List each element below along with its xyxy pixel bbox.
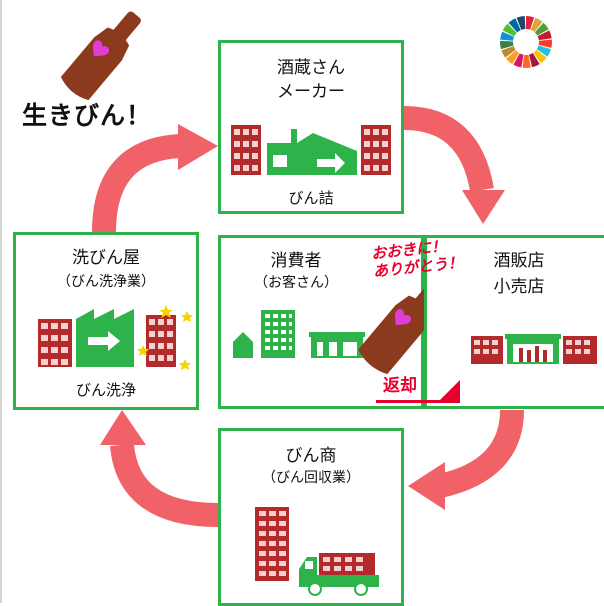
town-icon	[233, 310, 365, 358]
sdgs-segment	[534, 22, 549, 36]
arrow-washer-to-brewery	[92, 134, 182, 233]
arrowhead-up	[178, 124, 218, 170]
collector-title: びん商	[285, 446, 337, 466]
left-edge	[0, 0, 2, 603]
box-retailer: 酒販店 小売店	[424, 235, 604, 409]
sdgs-segment	[522, 54, 531, 68]
collector-truck-icon	[255, 507, 379, 596]
consumer-title: 消費者	[270, 251, 322, 271]
washer-title: 洗びん屋	[72, 248, 140, 268]
sdgs-segment	[516, 16, 526, 30]
sdgs-segment	[508, 18, 521, 33]
sdgs-segment	[513, 53, 524, 68]
arrow-retailer-to-collector	[437, 409, 524, 498]
retailer-title: 酒販店	[493, 251, 545, 271]
arrow-collector-to-washer	[110, 443, 219, 527]
washer-caption: びん洗浄	[75, 381, 136, 399]
box-washer: 洗びん屋 （びん洗浄業） びん洗浄	[13, 232, 199, 410]
brewery-caption: びん詰	[288, 189, 334, 207]
sdgs-segment	[500, 40, 514, 50]
sdgs-segment	[533, 49, 547, 64]
washer-factory-icon	[38, 305, 193, 370]
sdgs-segment	[538, 39, 552, 48]
sdgs-segment	[502, 23, 517, 37]
arrowhead-left	[100, 410, 146, 445]
sdgs-segment	[536, 45, 552, 57]
return-label: 返却	[383, 376, 417, 396]
consumer-subtitle: （お客さん）	[254, 275, 338, 291]
brewery-subtitle: メーカー	[277, 82, 345, 102]
arrowhead-right	[462, 190, 505, 224]
collector-subtitle: （びん回収業）	[262, 470, 360, 486]
box-collector: びん商 （びん回収業）	[218, 428, 404, 606]
sdgs-segment	[526, 16, 535, 30]
sdgs-segment	[500, 31, 515, 41]
bottle-icon	[60, 11, 141, 101]
sdgs-segment	[537, 30, 552, 41]
sdgs-segment	[530, 17, 543, 32]
box-brewery: 酒蔵さん メーカー びん詰	[218, 40, 404, 214]
sdgs-segment	[529, 53, 540, 68]
arrowhead-down	[408, 462, 445, 510]
brewery-factory-icon	[231, 125, 391, 175]
brewery-title: 酒蔵さん	[277, 58, 345, 78]
sdgs-segment	[501, 46, 516, 58]
retailer-subtitle: 小売店	[493, 277, 545, 297]
sdgs-wheel-icon	[500, 16, 552, 68]
sdgs-segment	[506, 50, 520, 65]
washer-subtitle: （びん洗浄業）	[57, 274, 155, 290]
liquor-store-icon	[471, 334, 597, 364]
title: 生きびん！	[22, 101, 153, 130]
arrow-brewery-to-retailer	[403, 106, 494, 193]
return-arrow-icon	[376, 380, 460, 403]
